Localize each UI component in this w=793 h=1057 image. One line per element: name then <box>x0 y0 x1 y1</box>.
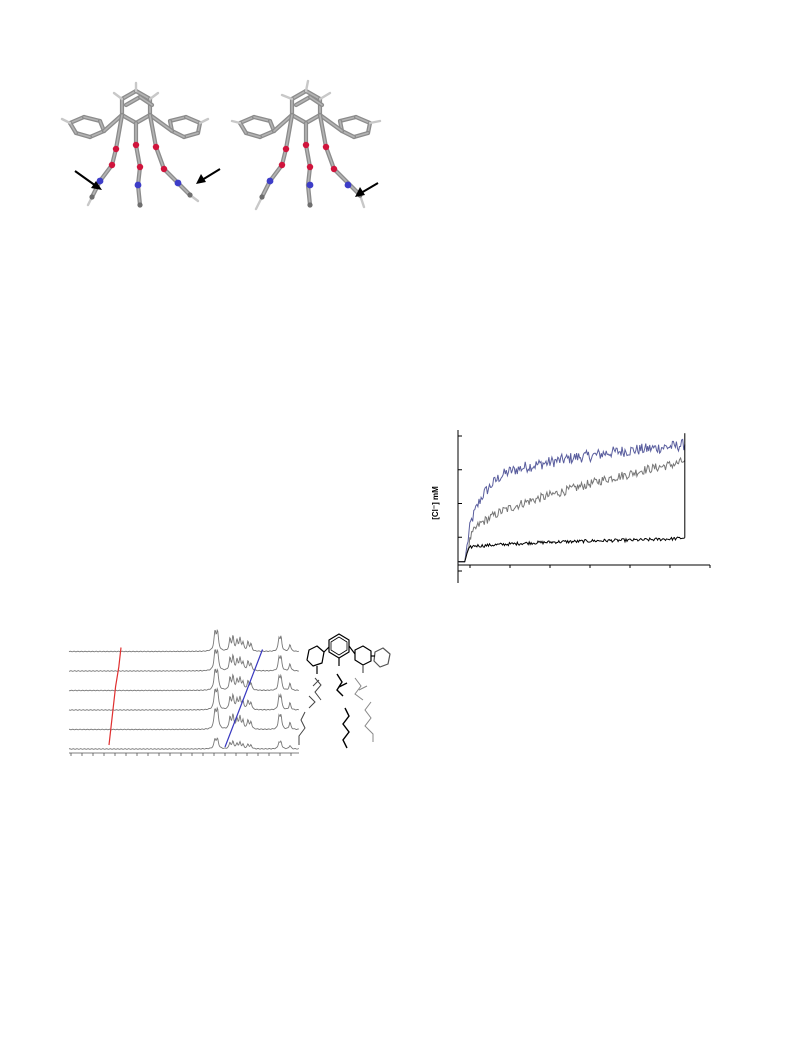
nmr-shift-line-blue <box>224 649 264 748</box>
chart-series-line-3 <box>458 536 686 563</box>
chloride-chart <box>457 430 711 583</box>
chemical-structure <box>298 633 391 749</box>
arrow-left-2 <box>196 168 221 184</box>
chart-series-line-2 <box>458 456 686 563</box>
nmr-stacked-spectra <box>68 629 300 756</box>
nmr-shift-line-red <box>108 647 122 746</box>
molecular-model-right <box>230 79 382 211</box>
chart-axes <box>457 430 711 583</box>
aromatic-ring-left <box>306 645 325 667</box>
aromatic-ring-right <box>354 645 372 666</box>
nmr-trace-6 <box>68 629 300 653</box>
nmr-trace-3 <box>68 687 300 711</box>
arrow-left-1 <box>74 170 102 190</box>
arrow-right-1 <box>355 182 379 197</box>
aromatic-ring-far-right <box>373 647 391 668</box>
nmr-trace-5 <box>68 648 299 672</box>
chart-y-axis-label: [Cl⁻] mM <box>431 486 440 520</box>
chart-series <box>458 433 686 563</box>
molecular-model-figure <box>60 79 382 211</box>
chart-series-line-1 <box>458 438 686 563</box>
molecular-model-left <box>60 81 210 208</box>
nmr-trace-2 <box>68 706 299 731</box>
nmr-trace-1 <box>68 737 299 750</box>
aromatic-ring-top <box>328 633 350 659</box>
nmr-trace-4 <box>68 668 299 692</box>
